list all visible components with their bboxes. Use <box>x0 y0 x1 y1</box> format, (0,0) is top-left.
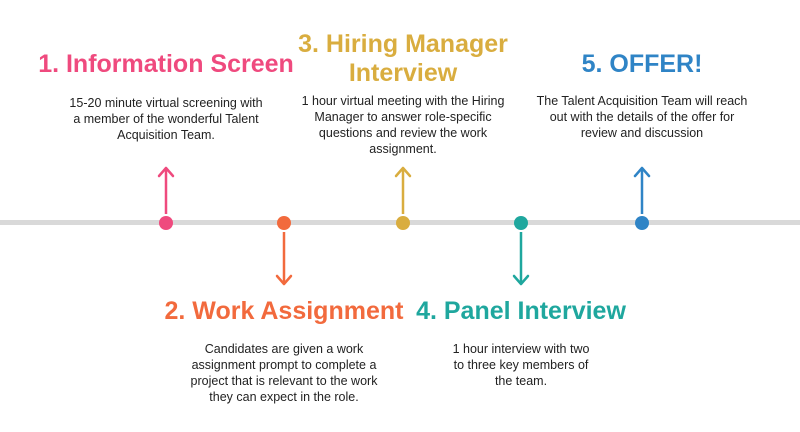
step-2-marker <box>275 216 293 286</box>
step-1-desc-line: Acquisition Team. <box>117 128 215 142</box>
step-1-description: 15-20 minute virtual screening with a me… <box>36 95 296 143</box>
step-2-desc-line: project that is relevant to the work <box>190 374 378 388</box>
step-5-arrowhead <box>633 166 651 178</box>
step-3-title: 3. Hiring Manager Interview <box>283 30 523 88</box>
step-3-marker <box>394 166 412 230</box>
step-3-desc-line: questions and review the work <box>318 126 488 140</box>
step-3-dot <box>396 216 410 230</box>
step-3-title-line: 3. Hiring Manager <box>298 30 508 58</box>
step-4-desc-line: the team. <box>494 374 548 388</box>
step-2-desc-line: they can expect in the role. <box>209 390 359 404</box>
step-4-desc-line: 1 hour interview with two <box>452 342 590 356</box>
step-5-desc-line: out with the details of the offer for <box>549 110 735 124</box>
step-4-arrowhead <box>512 274 530 286</box>
step-5-title: 5. OFFER! <box>581 50 703 78</box>
step-4-desc-line: to three key members of <box>453 358 589 372</box>
step-1-dot <box>159 216 173 230</box>
step-3-desc-line: assignment. <box>369 142 437 156</box>
step-4-marker <box>512 216 530 286</box>
step-1-desc-line: 15-20 minute virtual screening with <box>69 96 263 110</box>
step-2-arrowhead <box>275 274 293 286</box>
step-2-desc-line: Candidates are given a work <box>204 342 364 356</box>
step-1-marker <box>157 166 175 230</box>
step-3-arrowhead <box>394 166 412 178</box>
step-3-desc-line: 1 hour virtual meeting with the Hiring <box>301 94 505 108</box>
step-3-desc-line: Manager to answer role-specific <box>314 110 492 124</box>
step-2-desc-line: assignment prompt to complete a <box>191 358 377 372</box>
step-4-description: 1 hour interview with two to three key m… <box>421 341 621 389</box>
step-5-dot <box>635 216 649 230</box>
step-4-title: 4. Panel Interview <box>416 297 626 325</box>
step-5-desc-line: The Talent Acquisition Team will reach <box>536 94 748 108</box>
step-1-arrowhead <box>157 166 175 178</box>
step-3-title-line: Interview <box>348 59 458 87</box>
step-2-dot <box>277 216 291 230</box>
step-2-description: Candidates are given a work assignment p… <box>154 341 414 405</box>
step-3-description: 1 hour virtual meeting with the Hiring M… <box>283 93 523 157</box>
step-5-description: The Talent Acquisition Team will reach o… <box>522 93 762 141</box>
step-5-marker <box>633 166 651 230</box>
step-2-title: 2. Work Assignment <box>164 297 404 325</box>
step-4-dot <box>514 216 528 230</box>
step-1-desc-line: a member of the wonderful Talent <box>73 112 259 126</box>
step-1-title: 1. Information Screen <box>38 50 294 78</box>
step-5-desc-line: review and discussion <box>580 126 704 140</box>
